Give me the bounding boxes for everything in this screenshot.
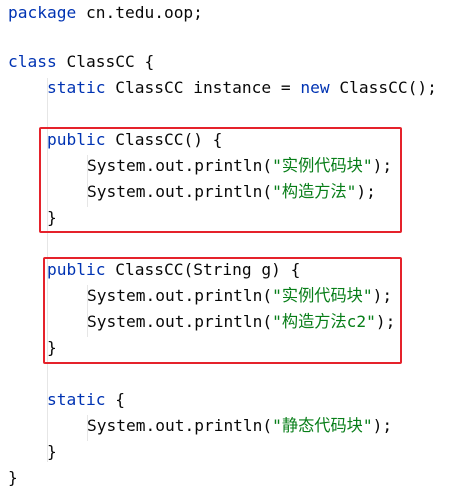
code-line-static-field: static ClassCC instance = new ClassCC(); xyxy=(47,75,437,101)
println-call: System.out.println( xyxy=(87,156,273,175)
code-line-ctor2-signature: public ClassCC(String g) { xyxy=(47,257,300,283)
code-line-ctor2-stmt2: System.out.println("构造方法c2"); xyxy=(87,309,395,335)
string-literal: "静态代码块" xyxy=(272,416,373,435)
statement-end: ); xyxy=(372,156,393,175)
code-line-static-close: } xyxy=(47,439,57,465)
field-type-name: ClassCC instance = xyxy=(105,78,301,97)
code-line-ctor1-stmt1: System.out.println("实例代码块"); xyxy=(87,153,392,179)
highlight-box-ctor1 xyxy=(39,127,402,233)
keyword-public: public xyxy=(47,260,106,279)
constructor-call: ClassCC(); xyxy=(329,78,437,97)
println-call: System.out.println( xyxy=(87,312,273,331)
string-literal: "实例代码块" xyxy=(272,156,373,175)
keyword-class: class xyxy=(8,52,57,71)
code-line-ctor2-stmt1: System.out.println("实例代码块"); xyxy=(87,283,392,309)
statement-end: ); xyxy=(375,312,396,331)
package-name: cn.tedu.oop; xyxy=(76,3,203,22)
code-line-ctor2-close: } xyxy=(47,335,57,361)
keyword-static: static xyxy=(47,390,106,409)
closing-brace: } xyxy=(47,442,57,461)
statement-end: ); xyxy=(356,182,376,201)
statement-end: ); xyxy=(372,416,393,435)
indent-guide xyxy=(87,155,89,207)
code-line-static-stmt: System.out.println("静态代码块"); xyxy=(87,413,392,439)
code-line-package: package cn.tedu.oop; xyxy=(8,0,203,26)
code-line-class-decl: class ClassCC { xyxy=(8,49,154,75)
println-call: System.out.println( xyxy=(87,182,273,201)
println-call: System.out.println( xyxy=(87,286,273,305)
closing-brace: } xyxy=(47,208,57,227)
highlight-box-ctor2 xyxy=(43,257,402,364)
keyword-public: public xyxy=(47,130,106,149)
indent-guide xyxy=(87,415,89,441)
string-literal: "构造方法" xyxy=(272,182,357,201)
class-declaration: ClassCC { xyxy=(56,52,155,71)
code-line-ctor1-signature: public ClassCC() { xyxy=(47,127,222,153)
ctor1-signature: ClassCC() { xyxy=(105,130,223,149)
println-call: System.out.println( xyxy=(87,416,273,435)
string-literal: "构造方法c2" xyxy=(272,312,376,331)
indent-guide xyxy=(87,285,89,337)
ctor2-signature: ClassCC(String g) { xyxy=(105,260,301,279)
code-line-ctor1-stmt2: System.out.println("构造方法"); xyxy=(87,179,376,205)
keyword-static: static xyxy=(47,78,106,97)
indent-guide xyxy=(47,78,49,462)
closing-brace: } xyxy=(47,338,57,357)
code-line-static-block: static { xyxy=(47,387,125,413)
statement-end: ); xyxy=(372,286,393,305)
code-line-ctor1-close: } xyxy=(47,205,57,231)
string-literal: "实例代码块" xyxy=(272,286,373,305)
keyword-package: package xyxy=(8,3,77,22)
closing-brace: } xyxy=(8,468,18,487)
block-open: { xyxy=(105,390,125,409)
code-line-class-close: } xyxy=(8,465,18,491)
keyword-new: new xyxy=(300,78,330,97)
